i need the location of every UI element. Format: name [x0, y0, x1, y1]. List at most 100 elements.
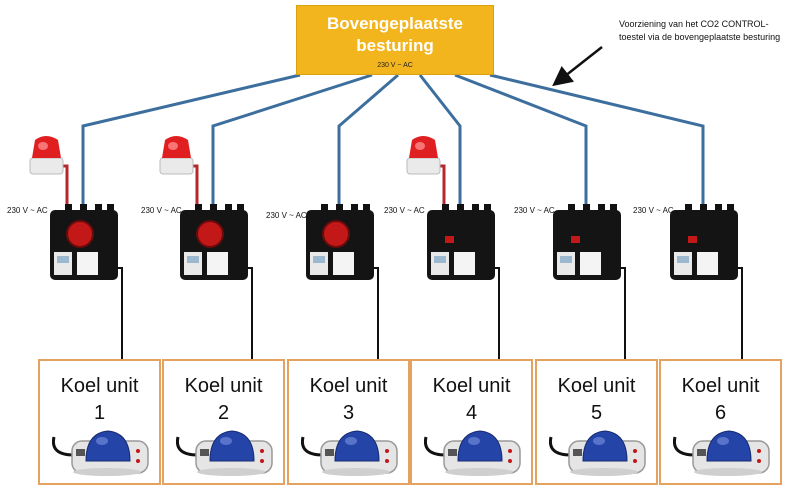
co2-sensor-icon — [673, 430, 770, 476]
note-arrow — [552, 46, 603, 87]
connector — [685, 204, 692, 213]
unit-number: 2 — [217, 402, 230, 424]
co2-control-device-4 — [427, 204, 495, 280]
unit-number: 5 — [590, 402, 603, 424]
connector — [442, 204, 449, 213]
cooling-unit-1: Koel unit 1 — [38, 359, 161, 485]
display-panel — [54, 252, 72, 275]
unit-wire-3 — [363, 267, 379, 360]
beacon-wire — [63, 164, 69, 204]
unit-wire-6 — [727, 267, 743, 360]
co2-sensor-icon — [52, 430, 149, 476]
connector — [715, 204, 722, 213]
display-screen — [677, 256, 689, 263]
connector — [351, 204, 358, 213]
red-indicator — [445, 236, 454, 243]
connector — [610, 204, 617, 213]
co2-sensor-icon — [176, 430, 273, 476]
unit-wire-4 — [484, 267, 500, 360]
red-indicator — [688, 236, 697, 243]
bus-wire-2 — [211, 73, 373, 208]
display-panel — [310, 252, 328, 275]
co2-sensor-icon — [549, 430, 646, 476]
display-panel — [557, 252, 575, 275]
display-screen — [560, 256, 572, 263]
display-screen — [313, 256, 325, 263]
annotation-note: Voorziening van het CO2 CONTROL-toestel … — [619, 19, 781, 42]
controller-voltage: 230 V ~ AC — [377, 62, 413, 69]
connector — [80, 204, 87, 213]
controller-title: Bovengeplaatste besturing — [326, 14, 464, 55]
bus-wire-6 — [489, 73, 705, 208]
red-knob — [322, 220, 350, 248]
device-voltage-5: 230 V ~ AC — [514, 206, 555, 215]
cooling-unit-6: Koel unit 6 — [659, 359, 782, 485]
unit-label: Koel unit — [681, 375, 760, 397]
unit-number: 3 — [342, 402, 355, 424]
red-knob — [196, 220, 224, 248]
connector — [237, 204, 244, 213]
connector — [583, 204, 590, 213]
unit-label: Koel unit — [60, 375, 139, 397]
co2-control-device-2 — [180, 204, 248, 280]
red-indicator — [571, 236, 580, 243]
beacon-wire — [193, 164, 199, 204]
unit-label: Koel unit — [557, 375, 636, 397]
connector — [336, 204, 343, 213]
unit-number: 1 — [93, 402, 106, 424]
bus-wire-3 — [337, 73, 399, 208]
unit-number: 4 — [465, 402, 478, 424]
connector — [457, 204, 464, 213]
connector — [195, 204, 202, 213]
connector — [65, 204, 72, 213]
co2-sensor-icon — [301, 430, 398, 476]
connector — [321, 204, 328, 213]
beacon-wire — [440, 164, 446, 204]
device-voltage-6: 230 V ~ AC — [633, 206, 674, 215]
label-panel — [77, 252, 98, 275]
unit-wire-1 — [107, 267, 123, 360]
co2-control-device-3 — [306, 204, 374, 280]
connector — [472, 204, 479, 213]
connector — [568, 204, 575, 213]
unit-wire-5 — [610, 267, 626, 360]
warning-beacon-icon — [29, 136, 64, 175]
display-panel — [184, 252, 202, 275]
label-panel — [697, 252, 718, 275]
label-panel — [207, 252, 228, 275]
connector — [95, 204, 102, 213]
cooling-unit-3: Koel unit 3 — [287, 359, 410, 485]
connector — [225, 204, 232, 213]
device-voltage-2: 230 V ~ AC — [141, 206, 182, 215]
red-knob — [66, 220, 94, 248]
co2-control-device-5 — [553, 204, 621, 280]
connector — [598, 204, 605, 213]
unit-label: Koel unit — [309, 375, 388, 397]
display-screen — [187, 256, 199, 263]
connector — [700, 204, 707, 213]
unit-number: 6 — [714, 402, 727, 424]
connector — [363, 204, 370, 213]
cooling-unit-5: Koel unit 5 — [535, 359, 658, 485]
co2-control-device-1 — [50, 204, 118, 280]
warning-beacon-icon — [159, 136, 194, 175]
device-voltage-1: 230 V ~ AC — [7, 206, 48, 215]
device-voltage-3: 230 V ~ AC — [266, 211, 307, 220]
co2-sensor-icon — [424, 430, 521, 476]
display-screen — [57, 256, 69, 263]
unit-wire-2 — [237, 267, 253, 360]
bus-wire-4 — [418, 74, 462, 208]
warning-beacon-icon — [406, 136, 441, 175]
local-wires — [63, 164, 743, 360]
devices — [29, 136, 738, 280]
connector — [484, 204, 491, 213]
display-panel — [674, 252, 692, 275]
device-voltage-4: 230 V ~ AC — [384, 206, 425, 215]
co2-control-device-6 — [670, 204, 738, 280]
controller-box: Bovengeplaatste besturing 230 V ~ AC — [296, 5, 494, 75]
bus-wire-5 — [454, 73, 588, 208]
display-screen — [434, 256, 446, 263]
